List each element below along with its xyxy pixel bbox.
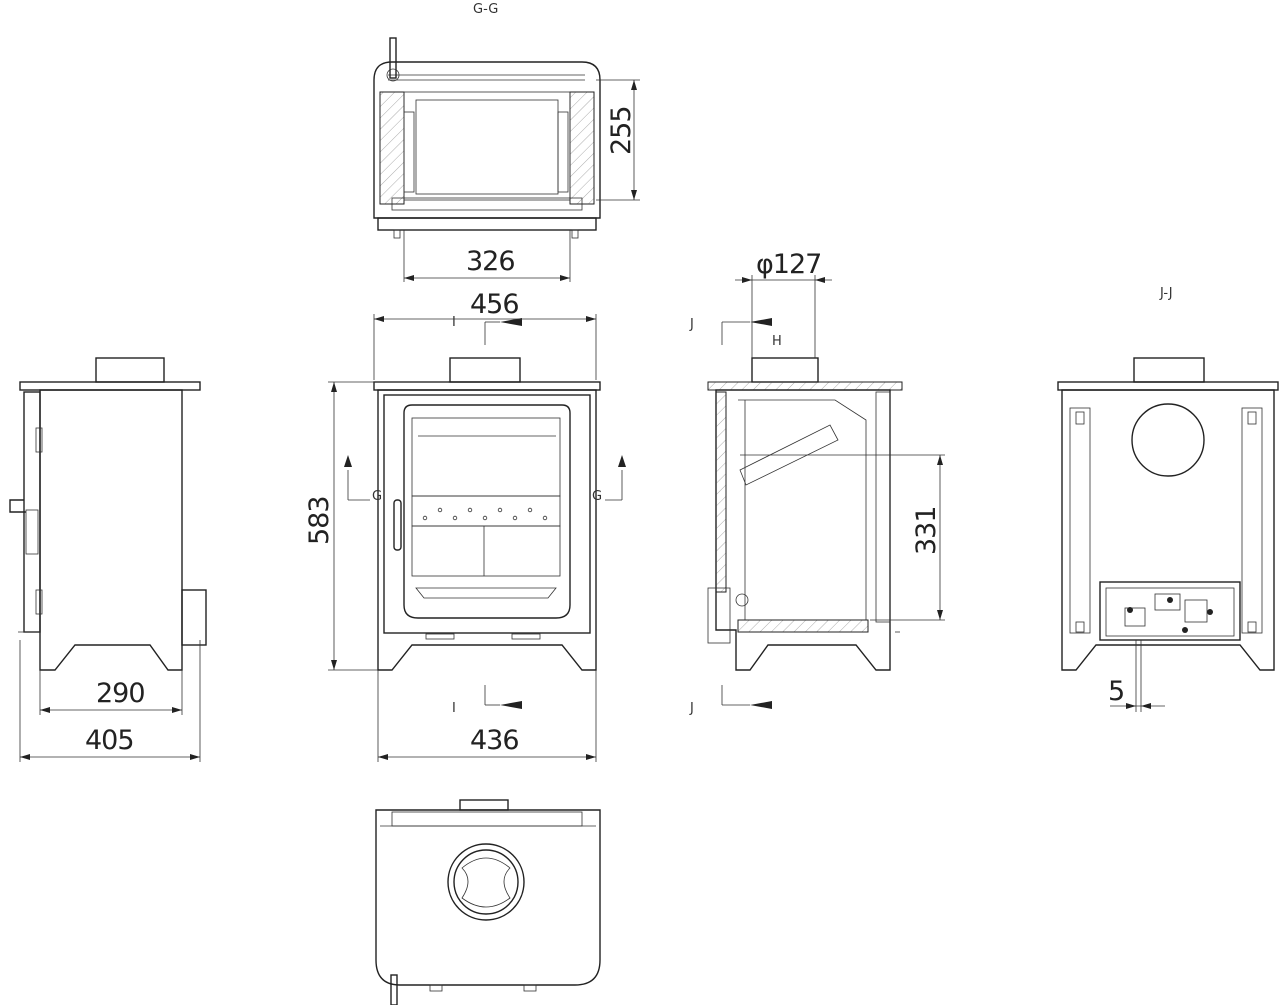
- dim-base-width: 436: [470, 725, 519, 756]
- marker-g-right: G: [592, 489, 602, 504]
- dim-firebox-width: 326: [466, 246, 515, 277]
- section-gg-label: G-G: [473, 2, 498, 17]
- section-jj-label: J-J: [1159, 286, 1173, 301]
- dim-top-width: 456: [470, 289, 519, 320]
- front-view: G G I I 456 583 436: [304, 289, 626, 762]
- section-h-label: H: [772, 334, 782, 349]
- marker-j-top: J: [689, 317, 694, 332]
- dim-flue-diameter: φ127: [756, 249, 821, 280]
- marker-j-bottom: J: [689, 701, 694, 716]
- marker-i-bottom: I: [452, 701, 456, 716]
- dim-height: 583: [304, 496, 335, 545]
- grate-holes: [422, 507, 548, 521]
- dim-rear-offset: 5: [1108, 676, 1124, 707]
- top-view: [375, 799, 601, 1005]
- dim-firebox-height: 331: [911, 506, 942, 555]
- marker-g-left: G: [372, 489, 382, 504]
- section-jj-view: J-J 5: [1057, 286, 1279, 712]
- section-side-view: H J J φ127 331: [689, 249, 945, 716]
- dim-firebox-depth: 255: [606, 106, 637, 155]
- section-gg-view: G-G 255 326: [373, 2, 640, 282]
- dim-depth: 405: [85, 725, 134, 756]
- marker-i-top: I: [452, 315, 456, 330]
- side-view: 290 405: [9, 357, 207, 762]
- dim-leg-span: 290: [96, 678, 145, 709]
